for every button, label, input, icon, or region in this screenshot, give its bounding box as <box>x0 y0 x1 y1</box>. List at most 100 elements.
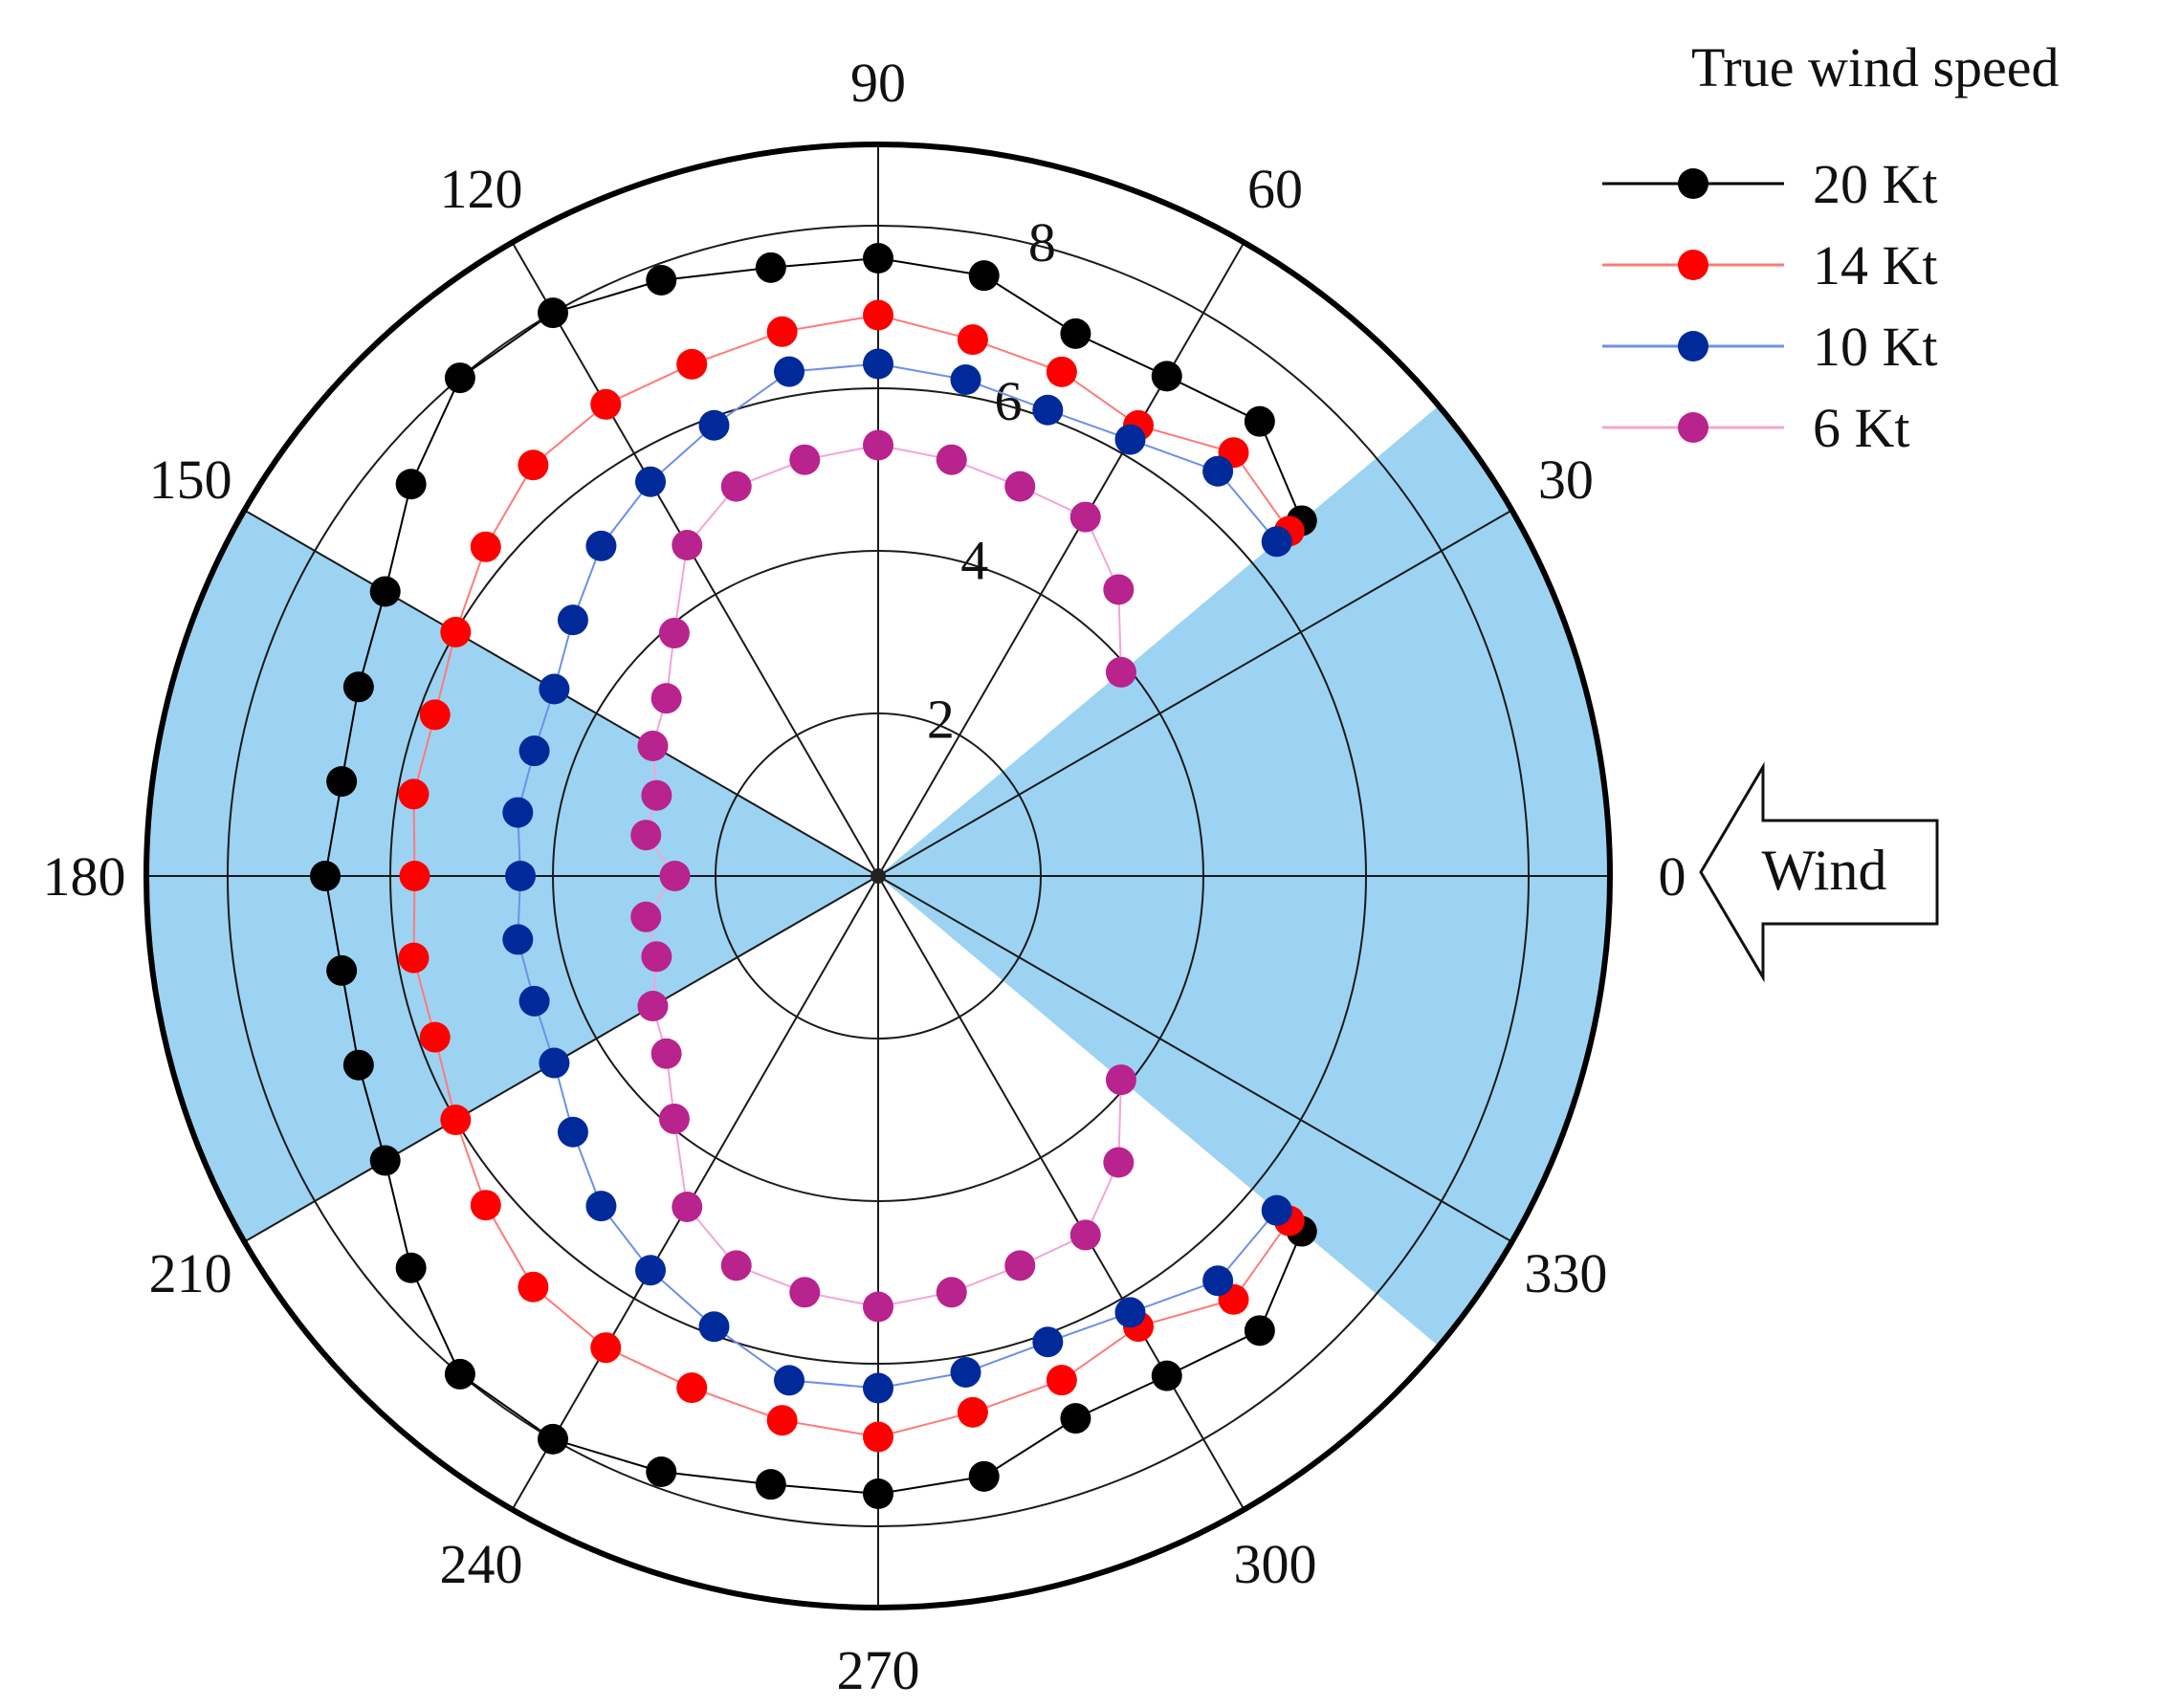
grid-spoke-30 <box>877 509 1513 877</box>
data-point <box>950 1356 981 1388</box>
data-point <box>863 1478 893 1509</box>
angle-tick-label-90: 90 <box>850 52 906 114</box>
data-point <box>342 671 374 703</box>
data-point <box>863 1421 893 1453</box>
data-point <box>1151 1360 1182 1391</box>
data-point <box>635 1255 666 1286</box>
data-point <box>676 348 708 380</box>
data-point <box>637 731 669 761</box>
data-point <box>1004 1250 1036 1281</box>
data-point <box>789 1277 821 1308</box>
data-point <box>518 449 549 481</box>
data-point <box>398 942 430 974</box>
data-point <box>1114 1297 1146 1328</box>
data-point <box>968 260 1000 292</box>
data-point <box>1261 526 1292 558</box>
data-point <box>789 444 821 475</box>
grid-spoke-240 <box>511 875 879 1511</box>
data-point <box>470 1190 501 1221</box>
data-point <box>635 466 666 497</box>
data-point <box>342 1049 374 1081</box>
data-point <box>1244 1315 1275 1347</box>
data-point <box>755 1469 786 1500</box>
data-point <box>1105 1064 1136 1096</box>
data-point <box>590 388 622 420</box>
data-point <box>1004 471 1036 502</box>
legend-marker <box>1678 250 1708 280</box>
data-point <box>968 1460 1000 1492</box>
angle-tick-label-210: 210 <box>149 1242 232 1304</box>
data-point <box>957 324 988 356</box>
data-point <box>659 861 691 891</box>
data-point <box>658 1103 690 1134</box>
data-point <box>950 364 981 396</box>
wind-arrow-shape <box>1699 761 1939 983</box>
data-point <box>1202 455 1234 487</box>
angle-tick-label-240: 240 <box>439 1533 522 1595</box>
radial-tick-label-4: 4 <box>960 529 988 591</box>
grid-spoke-120 <box>511 241 879 877</box>
data-point <box>585 530 617 561</box>
legend-item: 20 Kt <box>1602 153 1938 215</box>
data-point <box>1105 656 1136 688</box>
legend-label: 10 Kt <box>1813 316 1938 378</box>
data-point <box>444 1358 475 1390</box>
data-point <box>672 530 703 561</box>
legend-marker <box>1678 168 1708 199</box>
legend-marker <box>1678 331 1708 361</box>
radial-tick-label-6: 6 <box>995 370 1023 432</box>
data-point <box>957 1396 988 1428</box>
data-point <box>720 1250 752 1281</box>
data-point <box>505 861 536 891</box>
data-point <box>658 618 690 649</box>
data-point <box>1261 1194 1292 1226</box>
data-point <box>369 576 401 607</box>
legend-item: 14 Kt <box>1602 234 1938 296</box>
center-point <box>871 868 886 884</box>
data-point <box>1032 1326 1064 1358</box>
data-point <box>650 683 682 714</box>
data-point <box>650 1038 682 1069</box>
data-point <box>1202 1265 1234 1297</box>
angle-tick-label-0: 0 <box>1659 845 1686 908</box>
data-point <box>936 444 967 475</box>
data-point <box>585 1191 617 1222</box>
data-point <box>538 1423 568 1455</box>
data-point <box>518 735 550 767</box>
data-point <box>863 1372 893 1404</box>
data-point <box>518 1271 549 1303</box>
data-point <box>755 252 786 283</box>
data-point <box>1069 501 1101 533</box>
data-point <box>395 469 427 500</box>
angle-tick-label-150: 150 <box>149 449 232 511</box>
data-point <box>1032 394 1064 426</box>
data-point <box>440 1105 472 1135</box>
legend-marker <box>1678 412 1708 443</box>
data-point <box>557 604 588 636</box>
legend-title: True wind speed <box>1691 36 2060 99</box>
data-point <box>395 1252 427 1283</box>
data-point <box>863 1291 893 1323</box>
data-point <box>326 766 358 798</box>
data-point <box>557 1116 588 1148</box>
legend-item: 6 Kt <box>1602 397 1910 459</box>
data-point <box>502 797 534 828</box>
data-point <box>646 264 677 296</box>
data-point <box>538 297 568 329</box>
legend-label: 20 Kt <box>1813 153 1938 215</box>
angle-tick-label-330: 330 <box>1524 1242 1607 1304</box>
wind-arrow: Wind <box>1699 761 1939 983</box>
data-point <box>863 348 893 380</box>
data-point <box>419 699 451 731</box>
data-point <box>444 362 475 394</box>
data-point <box>1046 1365 1077 1396</box>
data-point <box>470 531 501 562</box>
data-point <box>1060 318 1091 349</box>
radial-tick-label-8: 8 <box>1028 211 1056 274</box>
data-point <box>398 778 430 810</box>
data-point <box>440 617 472 647</box>
data-point <box>672 1191 703 1222</box>
data-point <box>539 1047 570 1079</box>
